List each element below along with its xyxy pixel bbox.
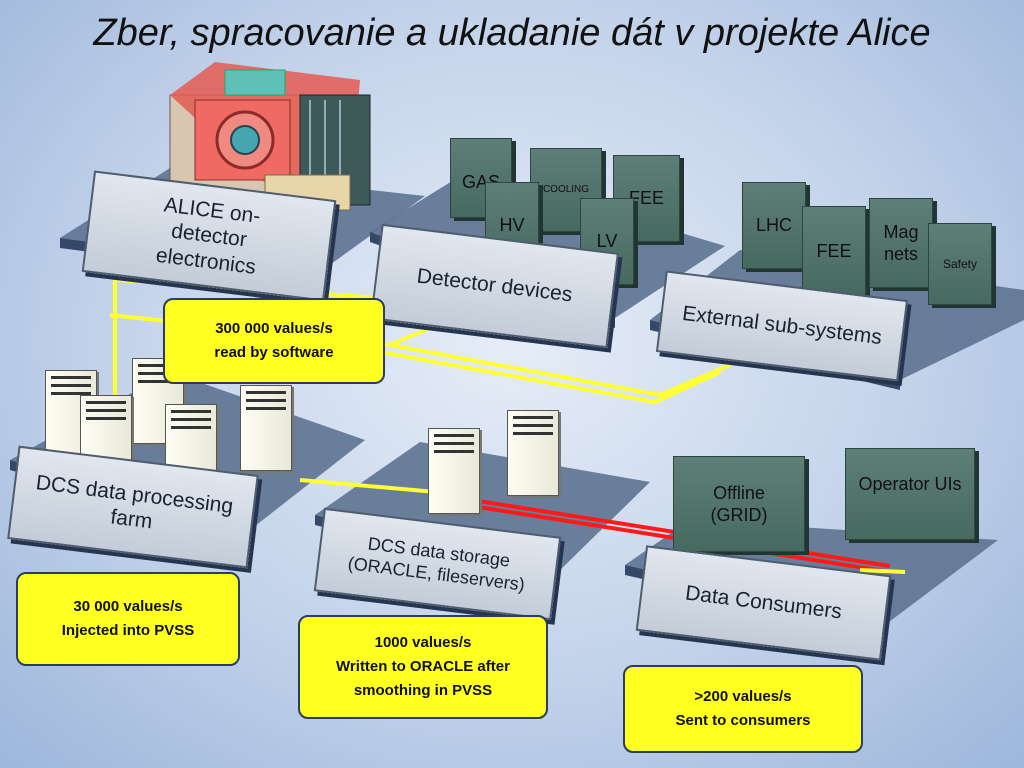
flow-external-2 bbox=[379, 350, 721, 405]
callout-read-line2: read by software bbox=[214, 344, 334, 361]
magnets-device-label: Mag nets bbox=[883, 221, 919, 265]
safety-device: Safety bbox=[928, 223, 992, 305]
storage-server-icon bbox=[428, 428, 480, 514]
gas-device: GAS bbox=[450, 138, 512, 218]
lhc-device-label: LHC bbox=[755, 215, 792, 236]
cooling-device-label: COOLING bbox=[542, 183, 590, 195]
flow-consumers-yellow bbox=[859, 568, 906, 574]
callout-sent-line2: Sent to consumers bbox=[675, 712, 811, 729]
operator-uis-device: Operator UIs bbox=[845, 448, 975, 540]
fee-external-device: FEE bbox=[802, 206, 866, 296]
callout-written-rate: 1000 values/s Written to ORACLE after sm… bbox=[298, 615, 548, 719]
detector-devices-label: Detector devices bbox=[415, 264, 574, 307]
offline-grid-device: Offline (GRID) bbox=[673, 456, 805, 552]
magnets-device: Mag nets bbox=[869, 198, 933, 288]
dcs-storage-label: DCS data storage (ORACLE, fileservers) bbox=[346, 533, 526, 595]
hv-device-label: HV bbox=[499, 215, 525, 236]
callout-sent-line1: >200 values/s bbox=[694, 688, 792, 705]
fee-external-device-label: FEE bbox=[816, 240, 852, 261]
dcs-farm-label: DCS data processing farm bbox=[34, 470, 235, 534]
callout-written-line3: smoothing in PVSS bbox=[353, 682, 493, 699]
callout-read-line1: 300 000 values/s bbox=[215, 320, 333, 337]
fee-device-label: FEE bbox=[628, 188, 664, 209]
flow-external bbox=[389, 343, 731, 398]
callout-written-line1: 1000 values/s bbox=[374, 634, 472, 651]
lhc-device: LHC bbox=[742, 182, 806, 269]
callout-written-line2: Written to ORACLE after bbox=[336, 658, 510, 675]
callout-injected-line1: 30 000 values/s bbox=[73, 598, 183, 615]
callout-injected-rate: 30 000 values/s Injected into PVSS bbox=[16, 572, 240, 666]
external-subsystems-label: External sub-systems bbox=[680, 302, 884, 350]
storage-server-icon bbox=[507, 410, 559, 496]
data-consumers-label: Data Consumers bbox=[683, 581, 844, 624]
operator-uis-label: Operator UIs bbox=[858, 474, 962, 494]
callout-injected-line2: Injected into PVSS bbox=[61, 622, 195, 639]
alice-electronics-label: ALICE on-detector electronics bbox=[154, 193, 262, 279]
callout-sent-rate: >200 values/s Sent to consumers bbox=[623, 665, 863, 753]
alice-detector-image bbox=[169, 62, 371, 215]
lv-device-label: LV bbox=[596, 231, 618, 252]
safety-device-label: Safety bbox=[942, 256, 978, 271]
slide-title: Zber, spracovanie a ukladanie dát v proj… bbox=[93, 12, 931, 54]
offline-grid-label: Offline (GRID) bbox=[710, 482, 768, 526]
callout-read-rate: 300 000 values/s read by software bbox=[163, 298, 385, 384]
farm-server-icon bbox=[240, 385, 292, 471]
